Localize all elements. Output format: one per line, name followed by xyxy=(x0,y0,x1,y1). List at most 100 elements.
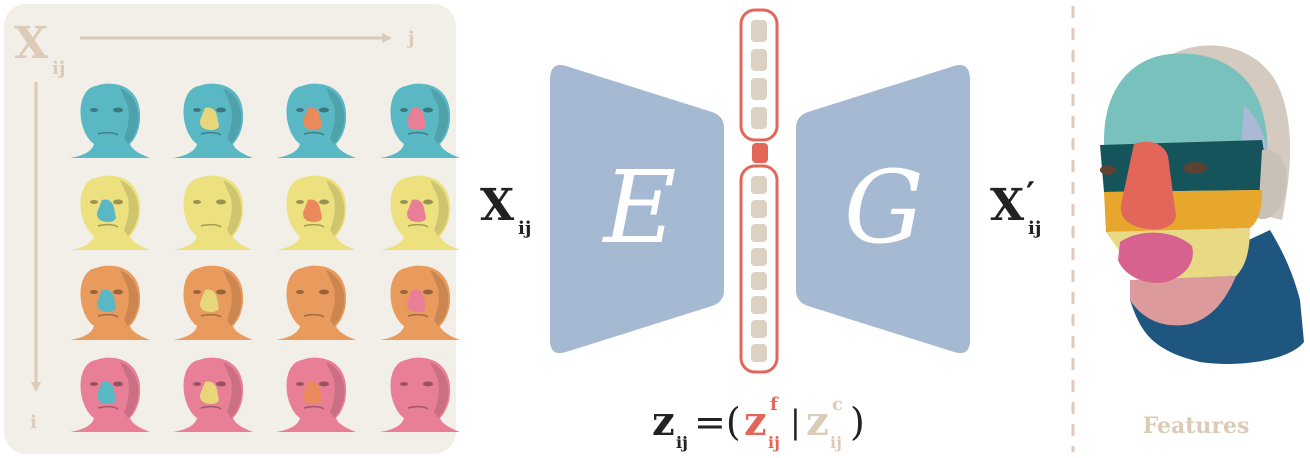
face-shading xyxy=(326,180,345,236)
face-eye xyxy=(296,382,304,386)
face-nose xyxy=(97,381,116,404)
face-mouth xyxy=(407,131,429,136)
face-shading xyxy=(430,88,449,144)
equation-zc: z xyxy=(806,398,829,445)
equation-zf: z xyxy=(744,398,767,445)
latent-cell-bottom xyxy=(751,224,767,242)
face-eye xyxy=(216,381,226,387)
face-sample-1-0 xyxy=(70,175,150,250)
face-mouth xyxy=(97,131,119,136)
face-mouth xyxy=(407,223,429,228)
face-eye xyxy=(90,108,98,112)
latent-cell-top xyxy=(751,78,767,100)
face-nose xyxy=(303,289,322,312)
face-eye xyxy=(193,108,201,112)
face-mouth xyxy=(303,131,325,136)
features-head: Features xyxy=(1100,45,1304,439)
latent-equation: z ij =( z f ij | z c ij ) xyxy=(652,394,865,452)
face-mouth xyxy=(303,405,325,410)
face-eye xyxy=(216,199,226,205)
face-eye xyxy=(319,199,329,205)
latent-cell-bottom xyxy=(751,296,767,314)
encoder-block: E xyxy=(550,64,724,354)
face-grid xyxy=(70,83,460,432)
face-eye xyxy=(296,108,304,112)
face-shading xyxy=(430,270,449,326)
face-shading xyxy=(430,362,449,418)
face-eye xyxy=(423,199,433,205)
face-sample-3-2 xyxy=(276,357,356,432)
latent-cell-bottom xyxy=(751,200,767,218)
face-mouth xyxy=(97,313,119,318)
face-mouth xyxy=(200,223,222,228)
face-sample-1-3 xyxy=(380,175,460,250)
output-label: X ′ ij xyxy=(990,175,1041,239)
axis-i-label: i xyxy=(30,412,37,433)
face-nose xyxy=(303,107,322,130)
latent-cell-top xyxy=(751,49,767,71)
face-nose xyxy=(97,107,116,130)
latent-cell-bottom xyxy=(751,176,767,194)
head-eye-region xyxy=(1100,140,1265,192)
axis-j-label: j xyxy=(406,28,415,49)
face-mouth xyxy=(303,313,325,318)
face-shading xyxy=(326,88,345,144)
head-nose-region xyxy=(1120,141,1176,230)
equation-z-sub: ij xyxy=(676,433,688,452)
head-forehead-region xyxy=(1104,53,1268,160)
face-shading xyxy=(120,88,139,144)
face-eye xyxy=(400,200,408,204)
face-eye xyxy=(400,290,408,294)
face-sample-2-2 xyxy=(276,265,356,340)
face-mouth xyxy=(97,223,119,228)
latent-cells xyxy=(751,20,767,362)
network-diagram: X ij E G X ′ ij z ij =( z f ij xyxy=(480,8,1041,452)
face-sample-2-0 xyxy=(70,265,150,340)
face-eye xyxy=(423,289,433,295)
output-label-prime: ′ xyxy=(1026,175,1035,215)
face-shading xyxy=(326,270,345,326)
face-eye xyxy=(319,289,329,295)
output-label-sub: ij xyxy=(1028,218,1041,239)
decoder-label: G xyxy=(844,149,924,266)
latent-cell-top xyxy=(751,20,767,42)
face-sample-0-2 xyxy=(276,83,356,158)
equation-close: ) xyxy=(850,400,865,444)
face-eye xyxy=(113,381,123,387)
face-nose xyxy=(97,289,116,312)
face-sample-0-1 xyxy=(173,83,253,158)
face-mouth xyxy=(407,405,429,410)
latent-cell-bottom xyxy=(751,248,767,266)
input-label-x: X xyxy=(480,180,515,231)
latent-top-capsule xyxy=(739,8,779,142)
input-label: X ij xyxy=(480,180,531,239)
face-sample-1-1 xyxy=(173,175,253,250)
face-eye xyxy=(319,107,329,113)
face-sample-3-1 xyxy=(173,357,253,432)
face-shading xyxy=(223,270,242,326)
face-nose xyxy=(407,199,426,222)
grid-title-sub: ij xyxy=(52,58,65,79)
face-eye xyxy=(400,108,408,112)
face-eye xyxy=(113,289,123,295)
latent-cell-bottom xyxy=(751,320,767,338)
face-sample-2-3 xyxy=(380,265,460,340)
face-eye xyxy=(319,381,329,387)
latent-vector xyxy=(739,8,779,374)
face-sample-1-2 xyxy=(276,175,356,250)
face-eye xyxy=(90,382,98,386)
face-eye xyxy=(113,107,123,113)
equation-zc-sup: c xyxy=(832,394,843,415)
latent-cell-bottom xyxy=(751,344,767,362)
equation-equals-open: =( xyxy=(694,400,741,444)
face-mouth xyxy=(200,131,222,136)
face-mouth xyxy=(200,313,222,318)
face-mouth xyxy=(303,223,325,228)
face-nose xyxy=(200,381,219,404)
decoder-block: G xyxy=(796,64,970,354)
head-ear-region xyxy=(1258,149,1287,220)
face-nose xyxy=(407,381,426,404)
face-mouth xyxy=(407,313,429,318)
face-eye xyxy=(113,199,123,205)
